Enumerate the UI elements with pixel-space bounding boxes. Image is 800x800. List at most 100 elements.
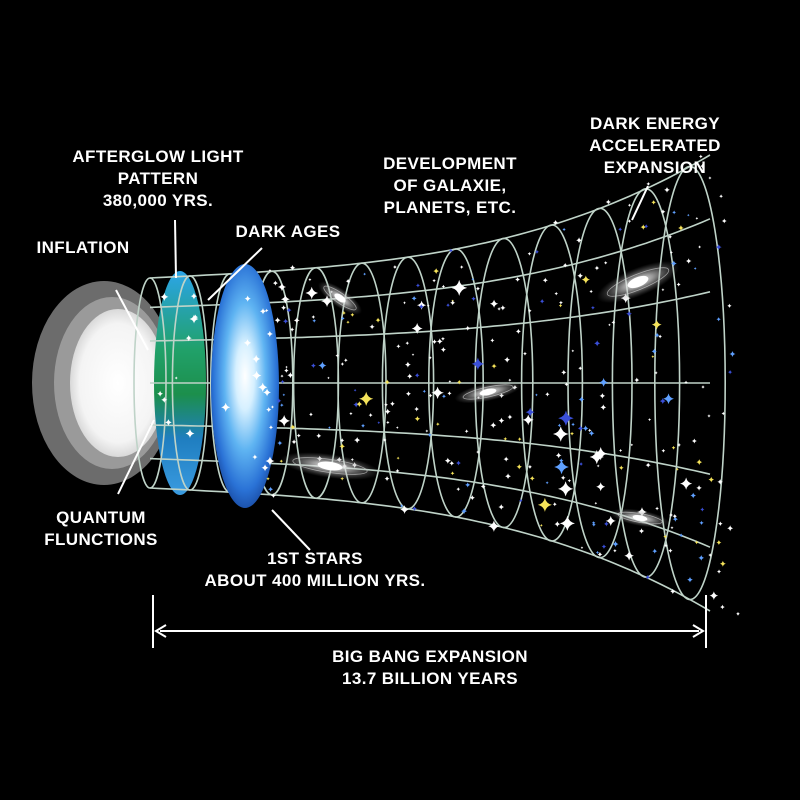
- star-icon: [542, 277, 548, 283]
- star-icon: [189, 314, 199, 324]
- star-icon: [252, 354, 261, 364]
- star-icon: [558, 410, 574, 426]
- star-icon: [414, 406, 420, 412]
- star-icon: [270, 405, 275, 409]
- star-icon: [589, 289, 593, 294]
- afterglow-pointer: [174, 219, 177, 279]
- star-icon: [545, 391, 550, 397]
- star-icon: [564, 382, 569, 387]
- star-icon: [316, 433, 322, 439]
- star-icon: [274, 317, 281, 324]
- galaxy-icon: [596, 261, 680, 303]
- star-icon: [445, 303, 451, 308]
- star-icon: [339, 438, 345, 443]
- star-icon: [678, 225, 684, 231]
- star-icon: [276, 398, 282, 404]
- star-icon: [567, 478, 572, 483]
- star-icon: [505, 473, 511, 480]
- star-icon: [676, 282, 681, 287]
- star-icon: [654, 332, 660, 338]
- star-icon: [672, 210, 677, 215]
- star-icon: [451, 279, 468, 296]
- star-icon: [659, 398, 666, 405]
- star-icon: [596, 464, 600, 468]
- star-icon: [716, 569, 722, 574]
- star-icon: [258, 382, 268, 392]
- galaxies: [280, 261, 680, 528]
- star-icon: [310, 363, 316, 369]
- star-icon: [280, 374, 284, 378]
- label-first-stars-line1: 1ST STARS: [267, 549, 363, 568]
- star-icon: [411, 295, 417, 301]
- star-icon: [471, 357, 485, 371]
- star-icon: [450, 300, 456, 306]
- star-icon: [539, 298, 545, 304]
- star-icon: [280, 294, 290, 304]
- star-icon: [296, 433, 301, 438]
- galaxy-icon: [280, 452, 380, 480]
- star-icon: [280, 305, 287, 311]
- dark-ages-pointer: [207, 247, 263, 301]
- star-icon: [605, 199, 611, 205]
- star-icon: [377, 421, 381, 425]
- star-icon: [660, 209, 666, 215]
- star-icon: [557, 423, 562, 428]
- star-icon: [265, 456, 275, 466]
- star-icon: [555, 452, 562, 459]
- star-icon: [289, 264, 296, 271]
- star-icon: [716, 539, 722, 546]
- star-icon: [578, 366, 583, 371]
- star-icon: [449, 460, 455, 466]
- star-icon: [312, 318, 317, 323]
- star-icon: [471, 277, 475, 281]
- star-icon: [278, 414, 291, 427]
- label-big-bang-line1: BIG BANG EXPANSION: [332, 647, 528, 666]
- star-icon: [490, 422, 497, 429]
- star-icon: [545, 481, 549, 485]
- star-icon: [721, 411, 726, 416]
- star-icon: [369, 324, 375, 330]
- star-icon: [669, 250, 673, 255]
- star-icon: [571, 422, 575, 427]
- star-icon: [735, 611, 741, 616]
- star-icon: [465, 325, 471, 331]
- star-icon: [360, 423, 366, 428]
- star-icon: [719, 194, 724, 199]
- star-icon: [289, 327, 295, 332]
- star-icon: [350, 312, 355, 317]
- star-icon: [552, 502, 557, 507]
- star-icon: [244, 295, 251, 302]
- star-icon: [527, 464, 533, 470]
- star-icon: [441, 336, 445, 341]
- star-icon: [455, 460, 462, 466]
- star-icon: [570, 431, 574, 436]
- star-icon: [503, 456, 509, 462]
- star-icon: [645, 462, 651, 468]
- inflation-pointer: [115, 289, 149, 351]
- pointer-lines: [115, 185, 649, 551]
- star-icon: [400, 505, 409, 514]
- star-icon: [263, 388, 272, 397]
- star-icon: [396, 344, 401, 349]
- star-icon: [345, 278, 351, 284]
- star-icon: [729, 351, 736, 358]
- star-icon: [160, 292, 169, 302]
- timeline-bracket: [152, 595, 707, 648]
- label-development-line2: OF GALAXIE,: [393, 176, 507, 195]
- star-icon: [668, 234, 673, 239]
- star-icon: [456, 379, 462, 385]
- star-icon: [721, 218, 727, 224]
- label-dark-ages: DARK AGES: [218, 221, 358, 243]
- star-icon: [654, 371, 658, 375]
- label-dark-energy-line3: EXPANSION: [603, 158, 707, 177]
- star-icon: [559, 515, 575, 531]
- star-icon: [411, 322, 423, 334]
- star-icon: [618, 448, 623, 453]
- star-icon: [340, 362, 345, 366]
- star-icon: [608, 323, 611, 327]
- star-icon: [280, 403, 284, 407]
- star-icon: [640, 224, 647, 230]
- star-icon: [432, 278, 436, 283]
- star-icon: [251, 370, 262, 381]
